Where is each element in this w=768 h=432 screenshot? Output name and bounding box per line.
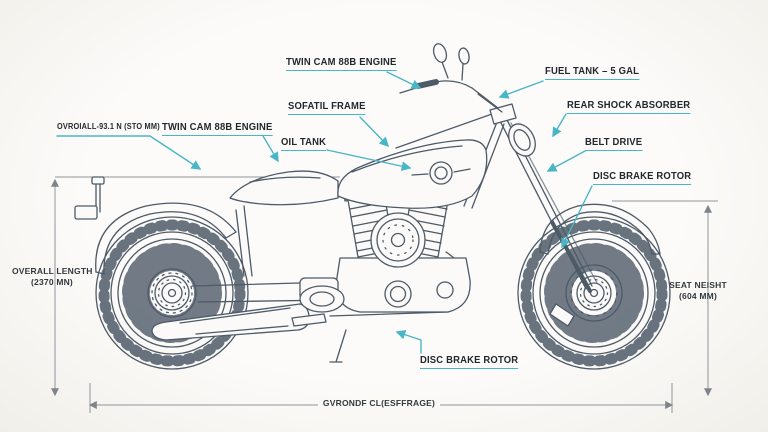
label-rear-shock-absorber: REAR SHOCK ABSORBER: [567, 99, 691, 114]
leader-twin-cam-top: [386, 71, 422, 89]
headlight: [508, 123, 536, 157]
label-oil-tank: OIL TANK: [281, 136, 327, 151]
dimension-seat-height-line1: SEAT NEISHT: [669, 280, 727, 290]
fuel-tank: [337, 139, 488, 209]
front-fender: [539, 203, 661, 255]
dimension-overall-length-line1: OVERALL LENGTH: [12, 266, 93, 276]
label-disc-brake-rotor-right: DISC BRAKE ROTOR: [593, 170, 692, 185]
leader-belt-drive: [546, 150, 586, 172]
dimension-ground-clearance: GVRONDF CL(ESFFRAGE): [322, 398, 436, 408]
handlebar: [399, 43, 503, 113]
rear-wheel: [95, 216, 249, 370]
dimension-overall-length: OVERALL LENGTH (2370 MN): [12, 266, 92, 288]
label-fuel-tank: FUEL TANK – 5 GAL: [545, 65, 640, 80]
leader-softail-frame: [359, 116, 390, 148]
dimension-seat-height: SEAT NEISHT (604 MM): [660, 280, 736, 302]
leader-disc-brake-bottom: [395, 329, 422, 354]
seat: [229, 170, 339, 206]
label-twin-cam-engine-top: TWIN CAM 88B ENGINE: [286, 56, 397, 71]
leader-fuel-tank: [498, 80, 544, 99]
label-disc-brake-rotor-bottom: DISC BRAKE ROTOR: [420, 354, 519, 369]
leader-rear-shock: [552, 113, 567, 138]
label-softail-frame: SOFATIL FRAME: [288, 100, 366, 115]
dimension-seat-height-line2: (604 MM): [679, 291, 717, 302]
leader-lines: [56, 71, 593, 354]
label-overall-spec-small: OVROIALL-93.1 N (STO MM): [57, 122, 160, 131]
label-twin-cam-engine-left: TWIN CAM 88B ENGINE: [162, 121, 273, 136]
dimension-overall-length-line2: (2370 MN): [31, 277, 73, 288]
leader-disc-brake-right: [561, 185, 593, 249]
motorcycle-line-art: [74, 43, 671, 370]
label-belt-drive: BELT DRIVE: [585, 136, 643, 151]
leader-twin-cam-left: [262, 135, 279, 163]
leader-oil-tank: [326, 149, 412, 172]
leader-overall-spec: [56, 135, 202, 170]
rear-fender: [74, 176, 237, 275]
